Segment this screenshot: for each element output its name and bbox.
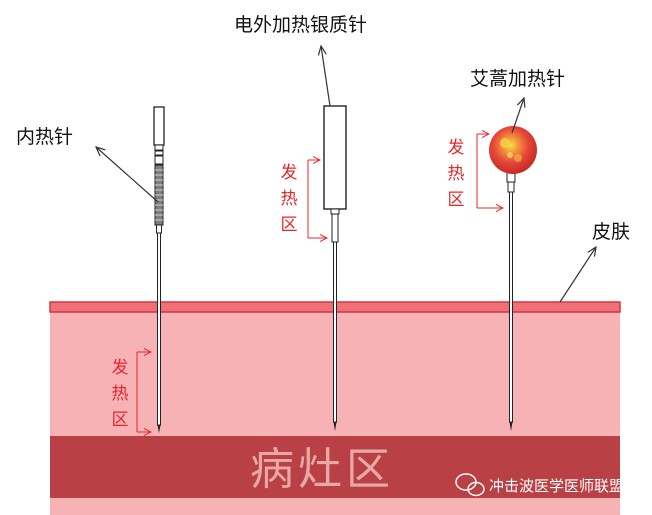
moxa-ball <box>489 126 537 174</box>
tissue-bottom <box>50 498 620 515</box>
heater-sleeve <box>323 105 347 210</box>
heat-zone-char: 区 <box>447 190 465 210</box>
heat-zone-char: 热 <box>280 189 298 209</box>
heat-zone-char: 发 <box>447 138 465 158</box>
watermark-text: 冲击波医学医师联盟 <box>489 477 625 495</box>
wechat-icon <box>455 473 485 497</box>
needle-shaft <box>157 232 161 426</box>
label-moxa-heat-needle: 艾蒿加热针 <box>470 68 566 90</box>
needle-shaft <box>509 191 513 423</box>
label-skin: 皮肤 <box>592 221 631 243</box>
moxa-heat-needle <box>489 126 537 431</box>
electric-silver-needle <box>323 105 347 431</box>
label-inner-heat-needle: 内热针 <box>16 126 74 148</box>
heat-zone-char: 热 <box>111 384 129 404</box>
inner-heat-needle <box>153 106 165 433</box>
heat-zone-char: 发 <box>111 358 129 378</box>
heat-zone-label-moxa: 发 热 区 <box>446 135 466 213</box>
heat-zone-char: 区 <box>280 215 298 235</box>
heat-zone-char: 区 <box>111 410 129 430</box>
pointer-arrows <box>96 46 596 303</box>
heat-zone-label-inner: 发 热 区 <box>110 355 130 433</box>
needle-shaft <box>333 241 337 423</box>
label-electric-silver-needle: 电外加热银质针 <box>234 14 368 36</box>
lesion-zone-label: 病灶区 <box>250 444 394 495</box>
heat-zone-label-electric: 发 热 区 <box>279 160 299 238</box>
heat-zone-char: 热 <box>447 164 465 184</box>
heat-zone-brackets <box>136 134 503 432</box>
lesion-zone <box>50 436 620 498</box>
heat-zone-char: 发 <box>280 163 298 183</box>
